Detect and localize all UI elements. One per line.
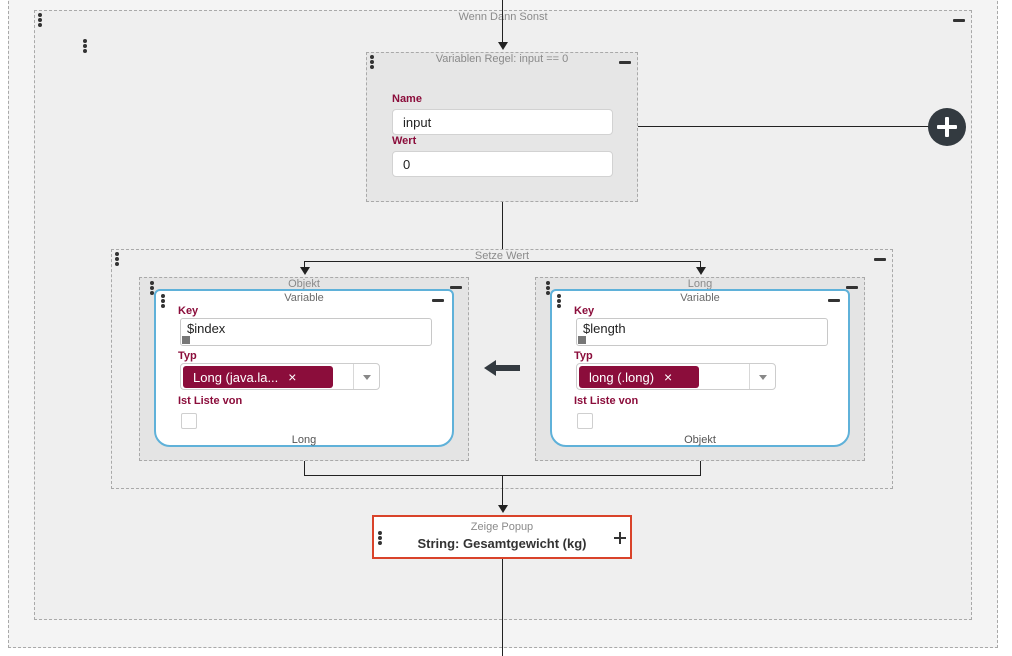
key-label: Key <box>574 305 595 317</box>
connector-line <box>304 261 305 267</box>
connector-line <box>502 559 503 656</box>
collapse-icon[interactable] <box>432 299 444 302</box>
key-input[interactable]: $length <box>576 318 828 346</box>
chevron-down-icon[interactable] <box>759 375 767 380</box>
arrow-down-icon <box>696 267 706 275</box>
card-footer: Long <box>291 434 317 446</box>
popup-value: String: Gesamtgewicht (kg) <box>417 536 587 551</box>
chip-label: long (.long) <box>589 369 655 385</box>
drag-handle-icon[interactable] <box>161 294 165 308</box>
remove-icon[interactable]: × <box>664 369 673 385</box>
typ-select[interactable]: long (.long) × <box>576 363 776 390</box>
key-input[interactable]: $index <box>180 318 432 346</box>
name-input[interactable]: input <box>392 109 613 135</box>
ist-liste-checkbox[interactable] <box>181 413 197 429</box>
variable-rule-title: Variablen Regel: input == 0 <box>435 53 569 65</box>
typ-select[interactable]: Long (java.la... × <box>180 363 380 390</box>
typ-chip[interactable]: long (.long) × <box>579 366 699 388</box>
add-icon[interactable] <box>614 532 626 544</box>
name-label: Name <box>392 93 422 105</box>
arrow-down-icon <box>498 42 508 50</box>
ist-liste-checkbox[interactable] <box>577 413 593 429</box>
collapse-icon[interactable] <box>450 286 462 289</box>
drag-handle-icon[interactable] <box>546 281 550 295</box>
slot-title: Objekt <box>288 278 320 290</box>
remove-icon[interactable]: × <box>288 369 297 385</box>
card-title: Variable <box>284 292 324 304</box>
typ-label: Typ <box>574 350 593 362</box>
card-title: Variable <box>680 292 720 304</box>
typ-label: Typ <box>178 350 197 362</box>
collapse-icon[interactable] <box>953 19 965 22</box>
connector-line <box>304 461 305 476</box>
drag-handle-icon[interactable] <box>370 55 374 69</box>
connector-line <box>502 475 503 507</box>
liste-label: Ist Liste von <box>178 395 243 407</box>
drag-handle-icon[interactable] <box>150 281 154 295</box>
setze-wert-title: Setze Wert <box>474 250 530 262</box>
wenn-dann-sonst-title: Wenn Dann Sonst <box>458 11 548 23</box>
variable-rule-block[interactable]: Variablen Regel: input == 0 Name input W… <box>366 52 638 202</box>
resize-icon[interactable] <box>578 336 586 344</box>
drag-handle-icon[interactable] <box>115 252 119 266</box>
drag-handle-icon[interactable] <box>378 531 382 545</box>
arrow-left-icon <box>484 360 520 376</box>
block-menu-icon[interactable] <box>83 39 87 53</box>
key-label: Key <box>178 305 199 317</box>
arrow-down-icon <box>498 505 508 513</box>
variable-card-right[interactable]: Variable Key $length Typ long (.long) × … <box>550 289 850 447</box>
popup-title: Zeige Popup <box>470 521 534 533</box>
resize-icon[interactable] <box>182 336 190 344</box>
wert-label: Wert <box>392 135 417 147</box>
variable-card-left[interactable]: Variable Key $index Typ Long (java.la...… <box>154 289 454 447</box>
add-branch-button[interactable] <box>928 108 966 146</box>
chevron-down-icon[interactable] <box>363 375 371 380</box>
drag-handle-icon[interactable] <box>38 13 42 27</box>
collapse-icon[interactable] <box>846 286 858 289</box>
connector-line <box>502 202 503 261</box>
connector-line <box>700 461 701 476</box>
arrow-down-icon <box>300 267 310 275</box>
wert-input[interactable]: 0 <box>392 151 613 177</box>
drag-handle-icon[interactable] <box>557 294 561 308</box>
liste-label: Ist Liste von <box>574 395 639 407</box>
collapse-icon[interactable] <box>874 258 886 261</box>
select-divider <box>749 364 750 389</box>
typ-chip[interactable]: Long (java.la... × <box>183 366 333 388</box>
card-footer: Objekt <box>684 434 716 446</box>
slot-title: Long <box>687 278 713 290</box>
chip-label: Long (java.la... <box>193 369 279 385</box>
connector-line <box>502 0 503 42</box>
zeige-popup-block[interactable]: Zeige Popup String: Gesamtgewicht (kg) <box>372 515 632 559</box>
connector-line <box>700 261 701 267</box>
collapse-icon[interactable] <box>619 61 631 64</box>
connector-line <box>304 261 701 262</box>
collapse-icon[interactable] <box>828 299 840 302</box>
connector-line <box>638 126 930 127</box>
key-value: $index <box>187 321 226 336</box>
key-value: $length <box>583 321 626 336</box>
select-divider <box>353 364 354 389</box>
